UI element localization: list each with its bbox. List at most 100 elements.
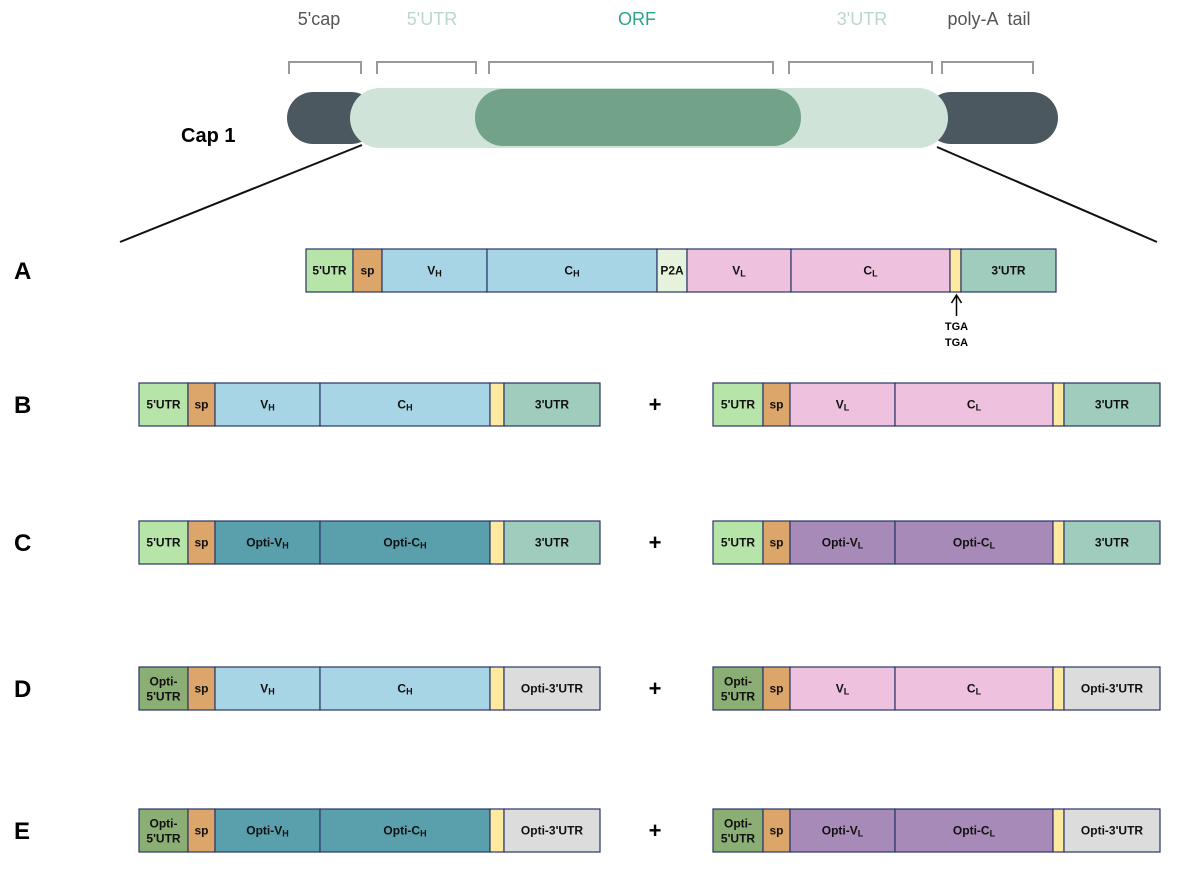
segment-sp: [762, 666, 791, 711]
segment-opti-h: [319, 808, 491, 853]
segment-label: sp: [769, 824, 783, 838]
segment-sp: [762, 808, 791, 853]
segment-opti-l: [789, 520, 896, 565]
segment-label: VH: [260, 682, 275, 697]
segment-opti-l: [789, 808, 896, 853]
segment-vl: [789, 382, 896, 427]
segment-label: 5'UTR: [721, 536, 756, 550]
segment-label: 5'UTR: [146, 832, 181, 846]
segment-utr3: [1063, 382, 1161, 427]
segment-opti-l: [894, 520, 1054, 565]
segment-label: 5'UTR: [721, 690, 756, 704]
segment-label: P2A: [660, 264, 684, 278]
segment-ch: [486, 248, 658, 293]
region-label-3utr: 3'UTR: [837, 9, 887, 29]
segment-stop: [1052, 666, 1065, 711]
segment-opti-h: [319, 520, 491, 565]
segment-label: Opti-: [724, 817, 752, 831]
segment-opti-utr5: [712, 666, 764, 711]
segment-utr3: [960, 248, 1057, 293]
segment-label: CH: [397, 682, 412, 697]
segment-label: Opti-3'UTR: [521, 824, 584, 838]
plus-sign: +: [649, 676, 662, 701]
segment-label: CH: [397, 398, 412, 413]
segment-label: CH: [564, 264, 579, 279]
segment-label: Opti-VL: [822, 536, 864, 551]
segment-opti-l: [894, 808, 1054, 853]
region-label-polya: poly-A tail: [947, 9, 1030, 29]
bracket-5cap: [288, 61, 362, 74]
segment-label: 5'UTR: [146, 536, 181, 550]
segment-label: 3'UTR: [1095, 536, 1130, 550]
segment-label: sp: [194, 824, 208, 838]
row-label: B: [14, 392, 31, 419]
segment-ch: [319, 382, 491, 427]
segment-cl: [894, 382, 1054, 427]
segment-label: sp: [769, 398, 783, 412]
segment-opti-utr3: [503, 808, 601, 853]
segment-label: VL: [732, 264, 746, 279]
segment-label: 3'UTR: [1095, 398, 1130, 412]
bracket-polya: [941, 61, 1034, 74]
segment-opti-utr5: [138, 666, 189, 711]
segment-label: VL: [836, 398, 850, 413]
zoom-line-left: [119, 144, 363, 243]
segment-label: CL: [967, 398, 982, 413]
segment-utr3: [503, 520, 601, 565]
segment-vl: [686, 248, 792, 293]
construct-row-c: C 5'UTR sp Opti-VH Opti-CH 3'UTR 5'UTR sp Opti-V…: [14, 520, 1161, 565]
segment-utr5: [712, 520, 764, 565]
segment-label: Opti-: [150, 817, 178, 831]
stop-codon-label: TGA: [945, 321, 968, 333]
row-label: C: [14, 530, 31, 557]
segment-label: sp: [360, 264, 374, 278]
segment-label: sp: [769, 536, 783, 550]
zoom-line-right: [936, 146, 1158, 243]
segment-opti-utr5: [712, 808, 764, 853]
segment-label: Opti-3'UTR: [521, 682, 584, 696]
region-label-5cap: 5'cap: [298, 9, 340, 29]
segment-stop: [1052, 382, 1065, 427]
stop-codon-label: TGA: [945, 337, 968, 349]
segment-label: Opti-: [150, 675, 178, 689]
segment-label: Opti-3'UTR: [1081, 824, 1144, 838]
stop-codon-arrow: [950, 293, 963, 316]
segment-vl: [789, 666, 896, 711]
segment-label: sp: [194, 536, 208, 550]
row-label: D: [14, 676, 31, 703]
segment-stop: [1052, 808, 1065, 853]
segment-sp: [762, 520, 791, 565]
segment-label: CL: [863, 264, 878, 279]
segment-opti-utr3: [1063, 666, 1161, 711]
mrna-orf-body: [475, 89, 801, 146]
plus-sign: +: [649, 530, 662, 555]
segment-stop: [1052, 520, 1065, 565]
segment-vh: [214, 382, 321, 427]
cap-1-label: Cap 1: [181, 125, 235, 147]
segment-label: CL: [967, 682, 982, 697]
row-label: A: [14, 258, 31, 285]
segment-label: Opti-CH: [383, 824, 426, 839]
mrna-polya-end: [925, 92, 1058, 144]
segment-label: Opti-VH: [246, 536, 289, 551]
segment-label: Opti-CH: [383, 536, 426, 551]
bracket-orf: [488, 61, 774, 74]
plus-sign: +: [649, 392, 662, 417]
segment-vh: [381, 248, 488, 293]
bracket-3utr: [788, 61, 933, 74]
segment-label: VH: [260, 398, 275, 413]
segment-label: sp: [769, 682, 783, 696]
segment-cl: [894, 666, 1054, 711]
segment-opti-h: [214, 808, 321, 853]
segment-label: 5'UTR: [312, 264, 347, 278]
segment-label: 5'UTR: [721, 398, 756, 412]
segment-label: VH: [427, 264, 442, 279]
region-label-orf: ORF: [618, 9, 656, 29]
segment-opti-utr5: [138, 808, 189, 853]
segment-label: 3'UTR: [535, 536, 570, 550]
segment-label: sp: [194, 398, 208, 412]
segment-label: Opti-CL: [953, 824, 996, 839]
